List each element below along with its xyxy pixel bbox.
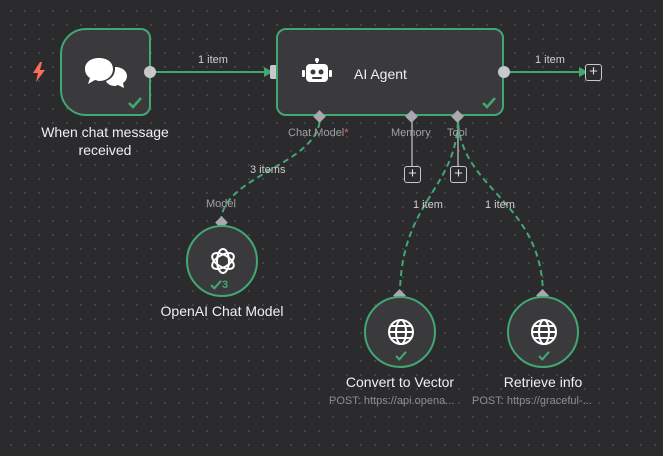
add-tool-button[interactable]: + — [450, 166, 467, 183]
chat-model-label-text: Chat Model — [288, 127, 345, 139]
ai-agent-title: AI Agent — [354, 66, 407, 82]
edge-convert-to-agent[interactable] — [399, 116, 459, 297]
edge-arrowhead — [264, 67, 273, 77]
openai-chat-model-node[interactable]: 3 — [186, 225, 258, 297]
success-check-icon — [210, 279, 222, 290]
chat-bubbles-icon — [84, 56, 128, 95]
run-count: 3 — [222, 278, 229, 291]
chat-model-input-label: Chat Model* — [288, 127, 349, 139]
convert-to-vector-subtitle: POST: https://api.opena... — [329, 395, 455, 407]
convert-to-vector-node[interactable] — [364, 296, 436, 368]
retrieve-info-subtitle: POST: https://graceful-... — [472, 395, 592, 407]
ai-agent-node[interactable]: AI Agent — [276, 28, 504, 116]
retrieve-info-title: Retrieve info — [503, 374, 583, 390]
add-node-button[interactable]: + — [585, 64, 602, 81]
openai-model-title: OpenAI Chat Model — [160, 303, 284, 319]
edge-label-trigger-agent: 1 item — [198, 54, 228, 66]
globe-icon — [530, 318, 558, 351]
success-check-icon — [482, 96, 496, 114]
model-output-label: Model — [206, 198, 236, 210]
output-handle[interactable] — [144, 66, 156, 78]
robot-icon — [302, 58, 332, 93]
chat-trigger-title-line2: received — [78, 142, 132, 158]
retrieve-info-node[interactable] — [507, 296, 579, 368]
tool-input-label: Tool — [447, 127, 468, 139]
run-count-badge: 3 — [210, 276, 240, 294]
edge-label-convert-agent: 1 item — [413, 199, 443, 211]
agent-input-handle[interactable] — [270, 65, 278, 79]
chat-trigger-title-line1: When chat message — [41, 124, 169, 140]
lightning-bolt-icon — [32, 62, 46, 87]
success-check-icon — [128, 96, 142, 114]
edge-arrowhead — [579, 67, 588, 77]
edge-label-model-agent: 3 items — [250, 164, 286, 176]
edge-retrieve-to-agent[interactable] — [457, 116, 544, 297]
success-check-icon — [395, 348, 407, 366]
openai-icon — [208, 246, 238, 281]
edge-label-agent-output: 1 item — [535, 54, 565, 66]
required-marker: * — [344, 127, 349, 139]
edge-model-to-agent[interactable] — [220, 116, 321, 223]
success-check-icon — [538, 348, 550, 366]
globe-icon — [387, 318, 415, 351]
convert-to-vector-title: Convert to Vector — [345, 374, 455, 390]
edge-label-retrieve-agent: 1 item — [485, 199, 515, 211]
add-memory-button[interactable]: + — [404, 166, 421, 183]
memory-input-label: Memory — [391, 127, 431, 139]
chat-trigger-node[interactable] — [60, 28, 151, 116]
agent-output-handle[interactable] — [498, 66, 510, 78]
